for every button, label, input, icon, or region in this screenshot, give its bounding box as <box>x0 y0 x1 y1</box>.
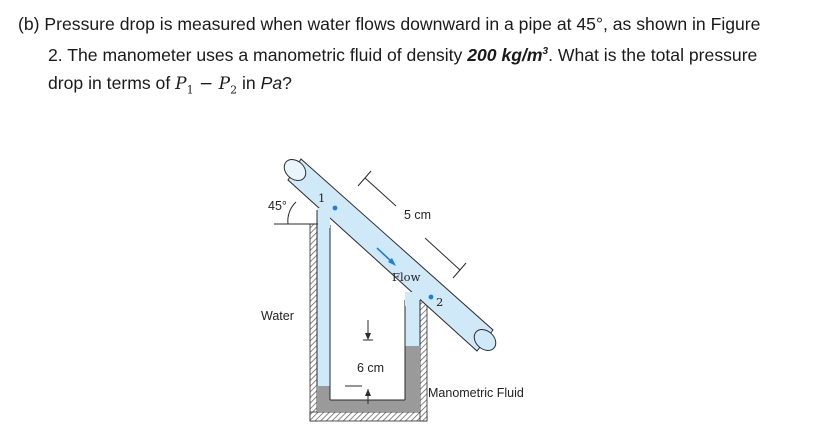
pressure-expression: P1 − P2 <box>175 73 238 97</box>
point-1-label: 1 <box>318 191 325 205</box>
point-1-marker <box>332 205 338 211</box>
water-label: Water <box>261 309 294 323</box>
question-line-2-text-b: . What is the total pressure <box>548 44 758 65</box>
length-dimension <box>357 170 467 279</box>
density-text: 200 kg/m <box>467 44 543 65</box>
height-label: 6 cm <box>357 361 384 375</box>
manometric-fluid-label: Manometric Fluid <box>428 386 524 400</box>
manometer-water <box>317 215 420 386</box>
question-line-3: drop in terms of P1 − P2 in Pa? <box>18 69 818 104</box>
question-line-3-text-b: in <box>237 72 261 93</box>
p1-symbol: P <box>175 73 187 94</box>
angle-label: 45° <box>268 199 287 213</box>
question-line-3-text-a: drop in terms of <box>48 72 176 93</box>
flow-arrow <box>376 247 396 266</box>
point-2-marker <box>428 294 434 300</box>
manometric-fluid <box>317 346 420 412</box>
length-label: 5 cm <box>404 208 431 222</box>
minus-sign: − <box>193 73 219 94</box>
angle-marker <box>274 201 318 225</box>
density-exponent: 3 <box>542 46 549 57</box>
question-line-2: 2. The manometer uses a manometric fluid… <box>18 38 818 69</box>
question-mark: ? <box>282 72 292 93</box>
flow-label: Flow <box>392 270 421 284</box>
p1-subscript: 1 <box>186 83 194 97</box>
question-text: (b) Pressure drop is measured when water… <box>18 10 818 104</box>
density-value: 200 kg/m3 <box>467 45 548 65</box>
question-part-label: (b) <box>18 14 40 34</box>
unit-pa: Pa <box>260 72 283 93</box>
question-line-1: (b) Pressure drop is measured when water… <box>18 10 818 38</box>
point-2-label: 2 <box>436 295 443 309</box>
p2-subscript: 2 <box>230 83 238 97</box>
question-line-2-text-a: 2. The manometer uses a manometric fluid… <box>48 44 468 65</box>
pressure-taps <box>316 208 421 386</box>
question-line-1-text: Pressure drop is measured when water flo… <box>44 14 761 34</box>
height-arrow-up <box>365 389 371 396</box>
height-arrow-down <box>365 333 371 340</box>
p2-symbol: P <box>218 73 231 94</box>
